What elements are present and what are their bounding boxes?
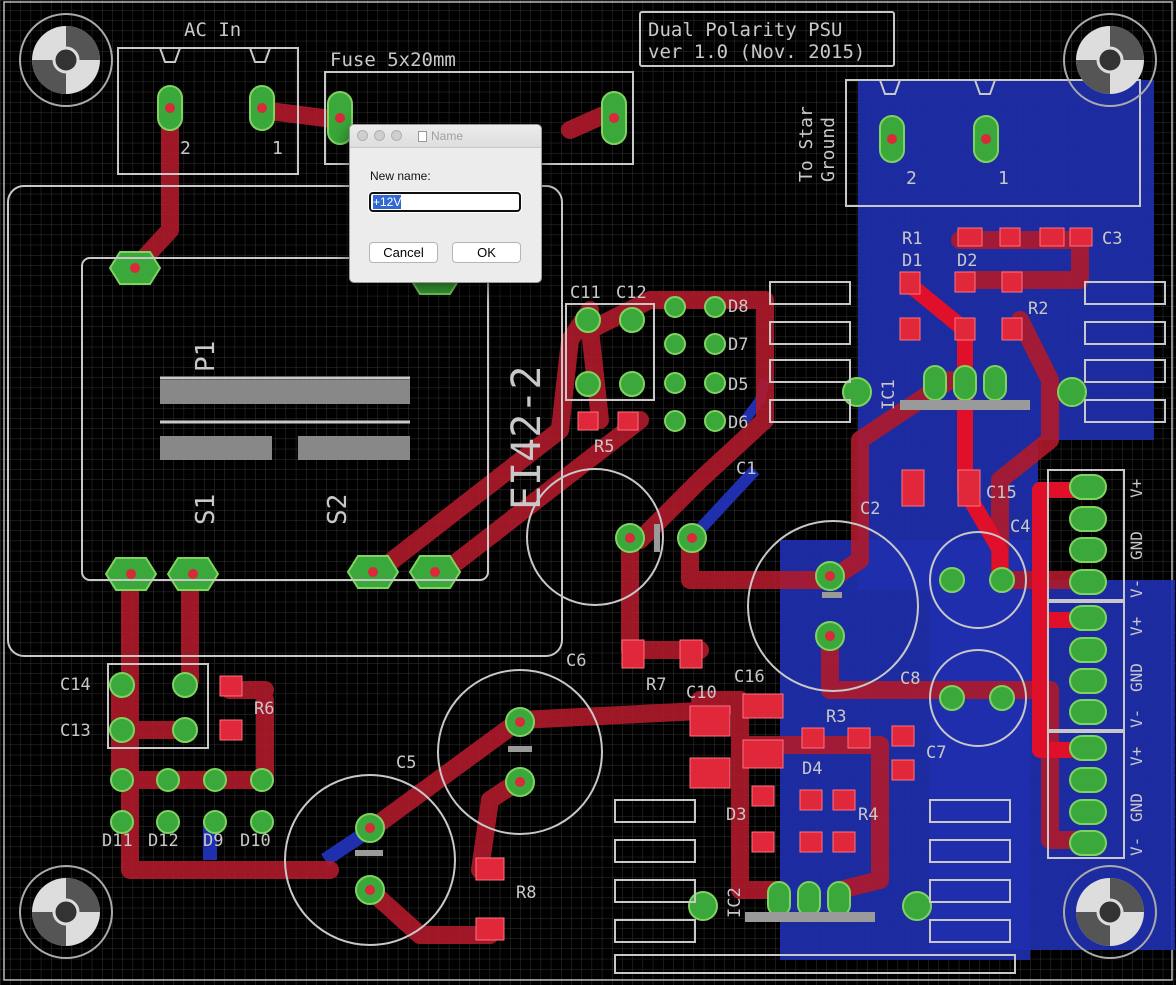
close-window-icon[interactable]: [357, 130, 368, 141]
silkscreen-layer: [7, 11, 1166, 974]
star-ground-label-2: Ground: [818, 117, 839, 182]
svg-text:C13: C13: [60, 721, 91, 741]
fuse-label: Fuse 5x20mm: [330, 49, 456, 71]
out1-vminus: V-: [1127, 579, 1146, 598]
svg-text:R8: R8: [516, 883, 536, 903]
svg-text:R3: R3: [826, 707, 846, 727]
svg-text:C3: C3: [1102, 229, 1122, 249]
cancel-button[interactable]: Cancel: [369, 242, 438, 263]
ok-button[interactable]: OK: [452, 242, 521, 263]
out2-vminus: V-: [1127, 709, 1146, 728]
svg-text:R7: R7: [646, 675, 666, 695]
svg-text:R6: R6: [254, 699, 274, 719]
mounting-hole-top-right: [1063, 13, 1157, 107]
svg-text:IC2: IC2: [725, 887, 745, 918]
svg-text:D3: D3: [726, 805, 746, 825]
pad-drill-holes: [126, 103, 991, 895]
svg-text:C4: C4: [1010, 517, 1030, 537]
svg-text:C15: C15: [986, 483, 1017, 503]
new-name-input[interactable]: [368, 191, 522, 213]
svg-text:D6: D6: [728, 413, 748, 433]
star-ground-label-1: To Star: [796, 106, 817, 182]
out3-vplus: V+: [1127, 747, 1146, 766]
svg-text:D12: D12: [148, 831, 179, 851]
title-line-1: Dual Polarity PSU: [648, 19, 842, 41]
svg-text:C5: C5: [396, 753, 416, 773]
ac-pin-1: 1: [272, 138, 283, 159]
out1-gnd: GND: [1127, 531, 1146, 560]
silkscreen-labels: Dual Polarity PSU ver 1.0 (Nov. 2015) AC…: [60, 19, 1146, 918]
out3-vminus: V-: [1127, 837, 1146, 856]
transformer-name: EI42-2: [504, 366, 550, 511]
svg-text:R4: R4: [858, 805, 878, 825]
svg-text:C14: C14: [60, 675, 91, 695]
svg-text:D1: D1: [902, 251, 922, 271]
mounting-hole-top-left: [19, 13, 113, 107]
ac-pin-2: 2: [180, 138, 191, 159]
svg-text:C10: C10: [686, 683, 717, 703]
svg-text:D10: D10: [240, 831, 271, 851]
board-outline: [3, 1, 1173, 981]
svg-text:C2: C2: [860, 499, 880, 519]
svg-text:R2: R2: [1028, 299, 1048, 319]
svg-text:D4: D4: [802, 759, 822, 779]
svg-text:D11: D11: [102, 831, 133, 851]
through-hole-pads[interactable]: [104, 85, 1107, 921]
svg-text:C12: C12: [616, 283, 647, 303]
svg-text:D5: D5: [728, 375, 748, 395]
smd-pads[interactable]: [219, 227, 1093, 941]
out1-vplus: V+: [1127, 479, 1146, 498]
ic-tabs: [355, 400, 1030, 922]
minimize-window-icon[interactable]: [374, 130, 385, 141]
transformer-p1: P1: [191, 341, 221, 372]
svg-text:D8: D8: [728, 297, 748, 317]
mounting-hole-bottom-left: [19, 865, 113, 959]
svg-text:D2: D2: [957, 251, 977, 271]
transformer-s1: S1: [191, 494, 221, 525]
transformer-s2: S2: [323, 494, 353, 525]
svg-text:C11: C11: [570, 283, 601, 303]
rename-dialog[interactable]: Name New name: Cancel OK: [349, 124, 542, 283]
dialog-title: Name: [431, 129, 464, 143]
zoom-window-icon[interactable]: [391, 130, 402, 141]
out2-gnd: GND: [1127, 663, 1146, 692]
dialog-titlebar[interactable]: Name: [350, 125, 541, 148]
svg-text:C8: C8: [900, 669, 920, 689]
svg-text:D9: D9: [203, 831, 223, 851]
svg-text:D7: D7: [728, 335, 748, 355]
out3-gnd: GND: [1127, 793, 1146, 822]
svg-text:C7: C7: [926, 743, 946, 763]
ac-in-label: AC In: [184, 19, 241, 41]
document-icon: [418, 130, 427, 142]
svg-text:IC1: IC1: [879, 379, 899, 410]
out2-vplus: V+: [1127, 617, 1146, 636]
title-line-2: ver 1.0 (Nov. 2015): [648, 41, 865, 63]
ground-pin-2: 2: [906, 168, 917, 189]
svg-text:C6: C6: [566, 651, 586, 671]
svg-text:R5: R5: [594, 437, 614, 457]
new-name-label: New name:: [370, 169, 431, 183]
svg-text:R1: R1: [902, 229, 922, 249]
svg-text:C1: C1: [736, 459, 756, 479]
ground-pin-1: 1: [998, 168, 1009, 189]
mounting-hole-bottom-right: [1063, 865, 1157, 959]
mounting-holes: [19, 13, 1157, 959]
svg-text:C16: C16: [734, 667, 765, 687]
